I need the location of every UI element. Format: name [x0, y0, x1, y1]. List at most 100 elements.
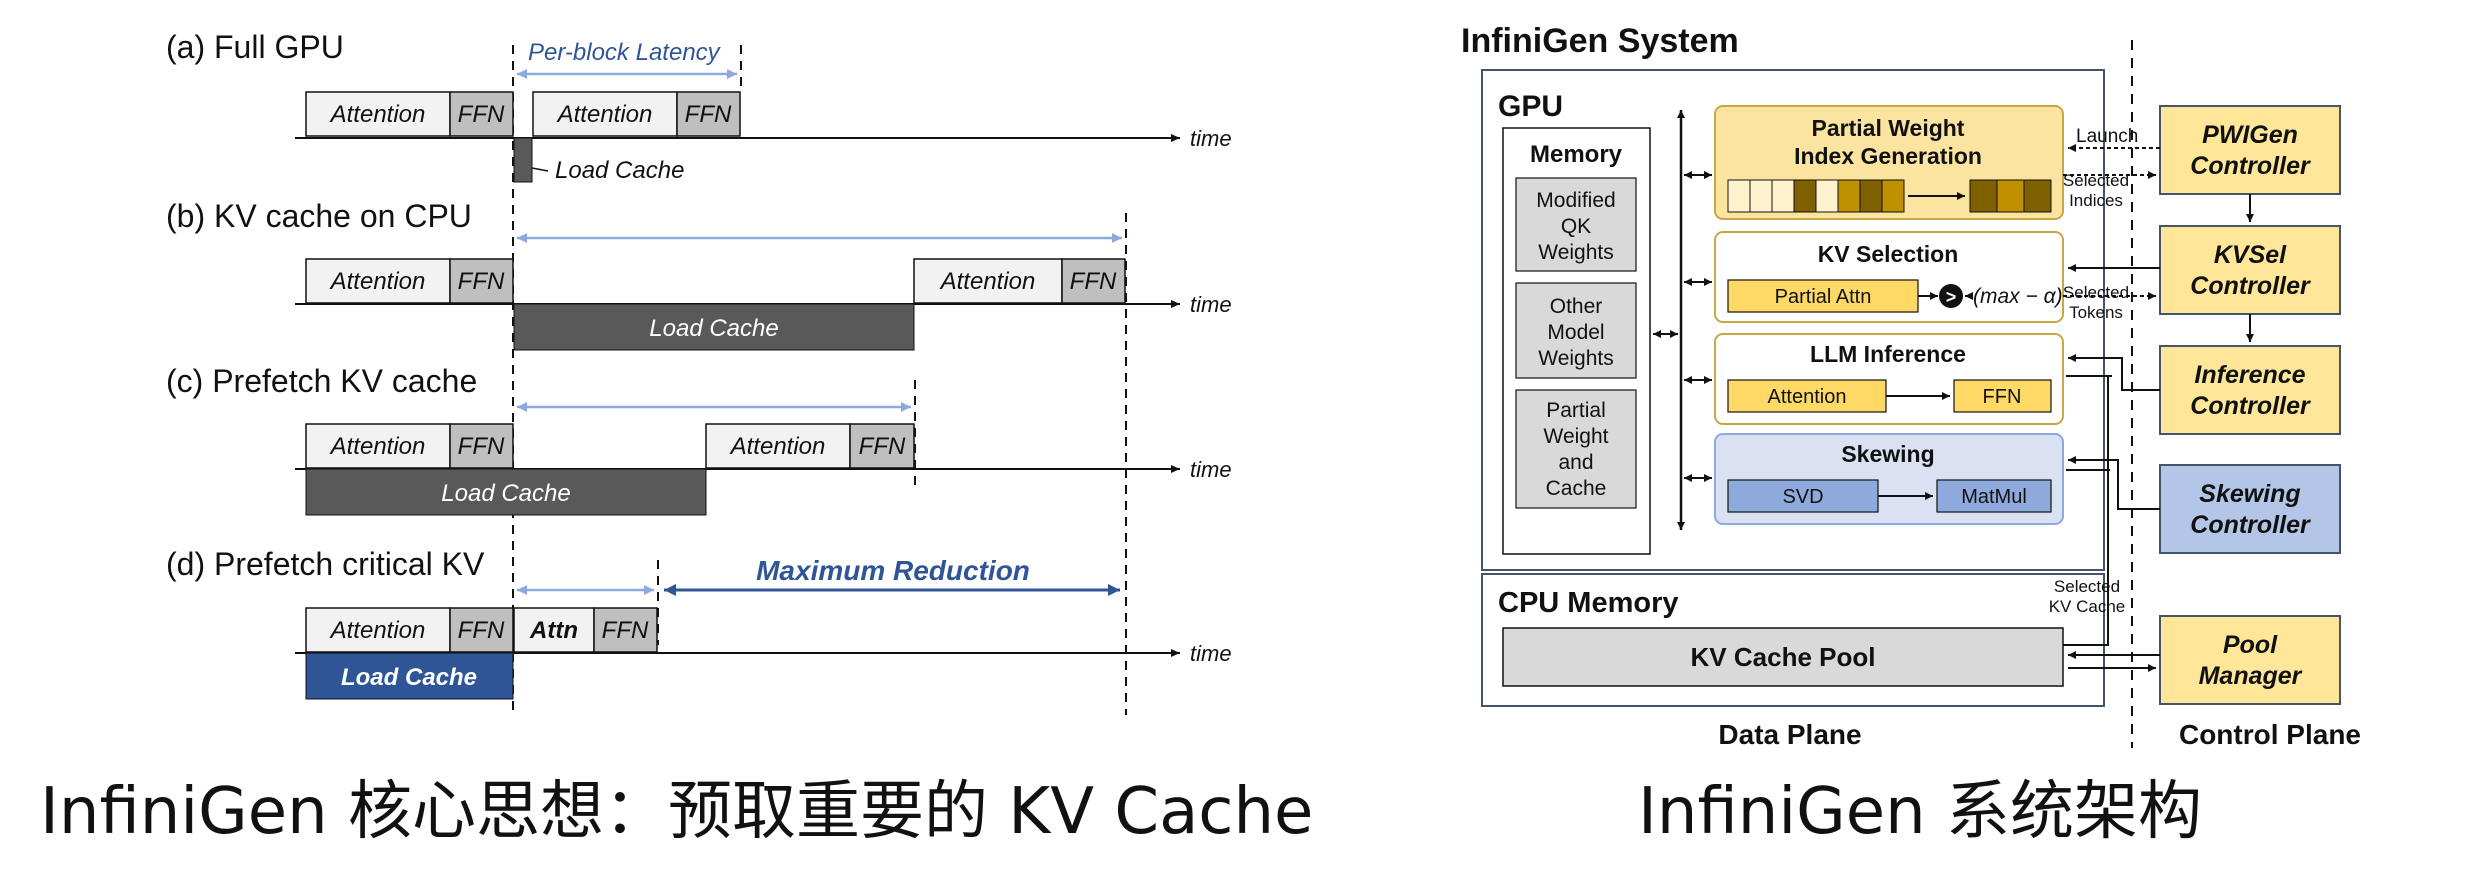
attention-block — [305, 91, 451, 137]
partial-attn-box — [1727, 279, 1919, 313]
llm-attention-box — [1727, 379, 1887, 413]
ffn-label: FFN — [458, 101, 505, 128]
per-block-latency-label: Per-block Latency — [528, 39, 722, 66]
ffn-label: FFN — [685, 101, 732, 128]
system-title: InfiniGen System — [1461, 22, 1739, 60]
index-vector — [1727, 179, 1905, 213]
attention-block — [305, 423, 451, 469]
memory-title: Memory — [1530, 141, 1623, 168]
llm-ffn-label: FFN — [1983, 386, 2022, 408]
attention-label: Attention — [329, 433, 426, 460]
llm-ffn-box — [1953, 379, 2052, 413]
attention-block — [532, 91, 678, 137]
time-label-b: time — [1190, 292, 1232, 317]
ffn-label: FFN — [458, 617, 505, 644]
attention-label: Attention — [329, 617, 426, 644]
partial-attn-label: Partial Attn — [1775, 286, 1872, 308]
svd-label: SVD — [1782, 486, 1823, 508]
load-cache-label-d: Load Cache — [341, 664, 477, 691]
attention-label: Attention — [329, 101, 426, 128]
ffn-label: FFN — [602, 617, 649, 644]
attention-block — [305, 607, 451, 653]
svd-box — [1727, 479, 1879, 513]
kvsel-controller — [2159, 225, 2341, 315]
skewing-title: Skewing — [1841, 441, 1934, 467]
kv-cache-pool — [1502, 627, 2064, 687]
memory-item-other-weights — [1515, 282, 1637, 379]
matmul-box — [1936, 479, 2052, 513]
gpu-label: GPU — [1498, 90, 1563, 123]
llm-title: LLM Inference — [1810, 341, 1966, 367]
attention-label: Attention — [729, 433, 826, 460]
attention-label: Attention — [939, 268, 1036, 295]
ffn-block — [849, 423, 915, 469]
selected-index-vector — [1969, 179, 2052, 213]
ffn-label: FFN — [458, 433, 505, 460]
ffn-label: FFN — [859, 433, 906, 460]
ffn-block — [676, 91, 741, 137]
matmul-label: MatMul — [1961, 486, 2027, 508]
attention-block — [705, 423, 851, 469]
ffn-block — [449, 423, 514, 469]
cpu-memory-label: CPU Memory — [1498, 587, 1679, 619]
row-label-d: (d) Prefetch critical KV — [166, 546, 485, 582]
inference-controller — [2159, 345, 2341, 435]
pool-manager — [2159, 615, 2341, 705]
load-cache-label-c: Load Cache — [441, 480, 570, 507]
threshold-label: (max − α) — [1973, 285, 2063, 308]
load-cache-block-c — [305, 468, 707, 516]
kv-cache-pool-label: KV Cache Pool — [1691, 642, 1876, 672]
control-plane-label: Control Plane — [2179, 719, 2361, 750]
ffn-block — [449, 607, 514, 653]
skewing-launch-arrow — [2068, 456, 2160, 510]
ffn-block — [449, 91, 514, 137]
compare-symbol: > — [1946, 287, 1957, 307]
ffn-block — [1061, 258, 1126, 304]
time-label-a: time — [1190, 126, 1232, 151]
skewing-controller — [2159, 464, 2341, 554]
right-caption: InfiniGen 系统架构 — [1638, 775, 2202, 849]
memory-item-modified-qk — [1515, 177, 1637, 272]
row-label-c: (c) Prefetch KV cache — [166, 363, 477, 399]
load-cache-block-d — [305, 652, 514, 700]
inference-launch-arrow — [2068, 354, 2160, 391]
kvsel-title: KV Selection — [1818, 241, 1959, 267]
load-cache-small-block — [513, 137, 533, 183]
load-cache-pointer — [531, 167, 549, 172]
time-label-d: time — [1190, 641, 1232, 666]
selected-kv-cache-path — [2063, 376, 2109, 646]
ffn-label: FFN — [458, 268, 505, 295]
attention-block — [305, 258, 451, 304]
load-cache-label-b: Load Cache — [649, 315, 778, 342]
row-label-b: (b) KV cache on CPU — [166, 198, 472, 234]
attn-short-label: Attn — [529, 617, 578, 644]
launch-label: Launch — [2076, 126, 2138, 147]
timeline-diagram: (a) Full GPU (b) KV cache on CPU (c) Pre… — [166, 29, 1232, 715]
load-cache-block-b — [513, 303, 915, 351]
attention-label: Attention — [556, 101, 653, 128]
compare-icon — [1939, 284, 1963, 308]
attention-label: Attention — [329, 268, 426, 295]
ffn-block — [449, 258, 514, 304]
attention-block — [913, 258, 1063, 304]
llm-attention-label: Attention — [1768, 386, 1847, 408]
pwigen-controller — [2159, 105, 2341, 195]
time-label-c: time — [1190, 457, 1232, 482]
data-plane-label: Data Plane — [1718, 719, 1861, 750]
row-label-a: (a) Full GPU — [166, 29, 344, 65]
ffn-block — [593, 607, 658, 653]
ffn-label: FFN — [1070, 268, 1117, 295]
